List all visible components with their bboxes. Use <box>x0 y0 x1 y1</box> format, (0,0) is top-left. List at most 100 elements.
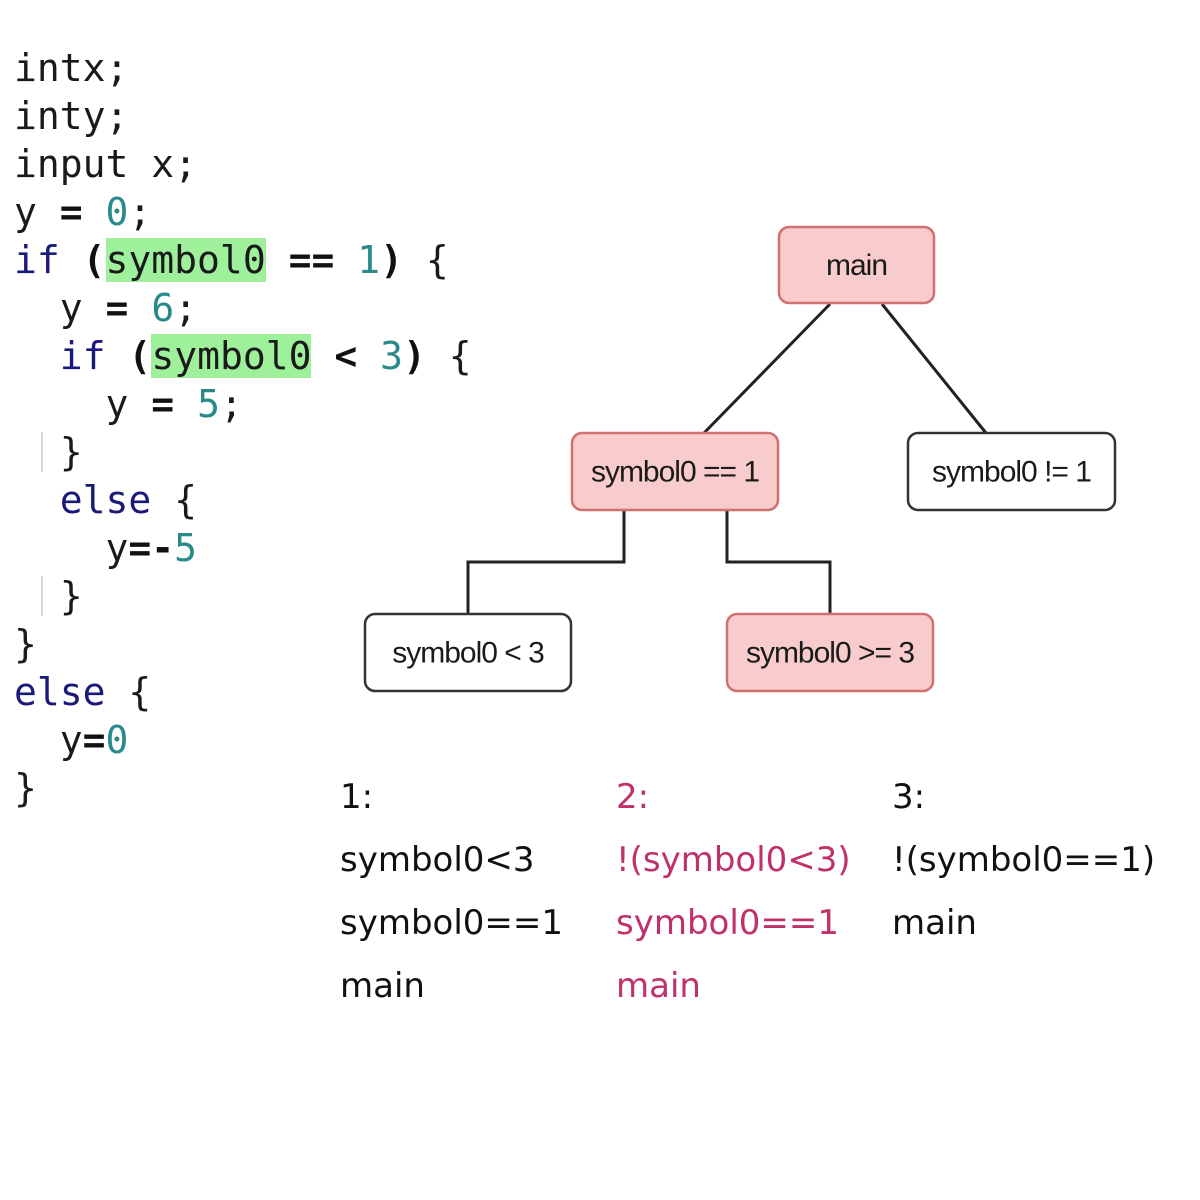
tree-node-lt3: symbol0 < 3 <box>363 612 573 693</box>
highlighted-symbol: symbol0 <box>105 238 266 282</box>
path-condition: main <box>340 966 425 1006</box>
tree-node-box <box>725 612 935 693</box>
path-condition: symbol0<3 <box>340 840 535 880</box>
code-token: } <box>14 766 37 810</box>
code-token <box>266 238 289 282</box>
path-condition: main <box>892 903 977 943</box>
code-token: ; <box>174 286 198 330</box>
code-token: if <box>59 334 106 378</box>
path-condition: main <box>616 966 701 1006</box>
code-line: y=-5 <box>14 524 472 572</box>
code-token: = <box>105 286 129 330</box>
code-line: } <box>14 620 472 668</box>
path-label: 1: <box>340 777 374 817</box>
tree-node-box <box>777 225 936 305</box>
code-line: intx; <box>14 44 472 92</box>
code-token: { <box>425 334 472 378</box>
code-token: } <box>14 622 37 666</box>
code-line: y=0 <box>14 716 472 764</box>
code-token: ) <box>403 334 426 378</box>
path-condition: symbol0==1 <box>616 903 840 943</box>
code-token: == <box>288 238 335 282</box>
code-token: ( <box>128 334 152 378</box>
code-token <box>311 334 334 378</box>
path-condition: !(symbol0==1) <box>892 840 1156 880</box>
code-token: 0 <box>105 190 129 234</box>
tree-edge-main-eq1 <box>702 302 832 435</box>
code-line: if (symbol0 == 1) { <box>14 236 472 284</box>
code-line: if (symbol0 < 3) { <box>14 332 472 380</box>
tree-node-box <box>906 431 1117 512</box>
code-token: 6 <box>151 286 175 330</box>
code-token <box>357 334 380 378</box>
code-token: else <box>14 670 106 714</box>
tree-edge-main-ne1 <box>880 303 988 434</box>
tree-node-eq1: symbol0 == 1 <box>570 431 780 512</box>
code-token: } <box>59 430 83 474</box>
code-line: else { <box>14 476 472 524</box>
code-token: else <box>59 478 152 522</box>
code-token: ; <box>219 382 243 426</box>
code-line: y = 6; <box>14 284 472 332</box>
code-token: ; <box>128 190 152 234</box>
code-token: 3 <box>380 334 404 378</box>
code-token: input <box>14 142 129 186</box>
tree-node-ne1: symbol0 != 1 <box>906 431 1117 512</box>
tree-node-label: symbol0 == 1 <box>591 456 759 489</box>
code-token: { <box>151 478 198 522</box>
path-column-2: 2: !(symbol0<3) symbol0==1 main <box>616 766 851 1018</box>
code-token <box>83 190 106 234</box>
code-token: =- <box>128 526 175 570</box>
path-label: 3: <box>892 777 926 817</box>
code-token: inty; <box>14 94 129 138</box>
code-token: y <box>14 190 60 234</box>
code-token: 1 <box>357 238 381 282</box>
indent-guide <box>41 576 43 616</box>
code-line: } <box>14 764 472 812</box>
indent-guide <box>41 432 43 472</box>
path-condition: !(symbol0<3) <box>616 840 851 880</box>
code-token: 5 <box>174 526 198 570</box>
code-token: = <box>151 382 175 426</box>
code-line: else { <box>14 668 472 716</box>
code-token <box>106 334 129 378</box>
code-token <box>60 238 83 282</box>
code-token: { <box>105 670 152 714</box>
code-token: y <box>105 382 152 426</box>
code-token <box>128 286 151 330</box>
code-token: y <box>59 718 83 762</box>
tree-node-label: symbol0 >= 3 <box>746 637 914 670</box>
code-token: ) <box>380 238 404 282</box>
tree-node-label: main <box>826 249 887 282</box>
code-token: if <box>14 238 60 282</box>
code-token: 5 <box>197 382 220 426</box>
code-token: y <box>59 286 106 330</box>
code-line: y = 0; <box>14 188 472 236</box>
code-token: = <box>59 190 83 234</box>
code-line: } <box>14 572 472 620</box>
highlighted-symbol: symbol0 <box>151 334 312 378</box>
code-listing: intx;inty;input x;y = 0;if (symbol0 == 1… <box>14 44 472 812</box>
code-token: y <box>105 526 129 570</box>
tree-node-label: symbol0 != 1 <box>932 456 1091 489</box>
tree-node-ge3: symbol0 >= 3 <box>725 612 935 693</box>
code-line: input x; <box>14 140 472 188</box>
code-line: } <box>14 428 472 476</box>
code-token: intx; <box>14 46 129 90</box>
tree-node-label: symbol0 < 3 <box>392 637 544 670</box>
code-token: 0 <box>105 718 129 762</box>
code-token: = <box>82 718 106 762</box>
path-tree-diagram: main symbol0 == 1 symbol0 != 1 symbol0 < 3 s… <box>363 225 1117 693</box>
path-label: 2: <box>616 777 650 817</box>
code-token: } <box>59 574 83 618</box>
code-token: { <box>403 238 449 282</box>
tree-node-box <box>363 612 573 693</box>
path-column-3: 3: !(symbol0==1) main <box>892 766 1155 955</box>
code-line: y = 5; <box>14 380 472 428</box>
tree-node-main: main <box>777 225 936 305</box>
tree-edge-eq1-lt3 <box>466 510 626 614</box>
code-line: inty; <box>14 92 472 140</box>
code-token <box>334 238 357 282</box>
tree-edge-eq1-ge3 <box>725 510 832 614</box>
